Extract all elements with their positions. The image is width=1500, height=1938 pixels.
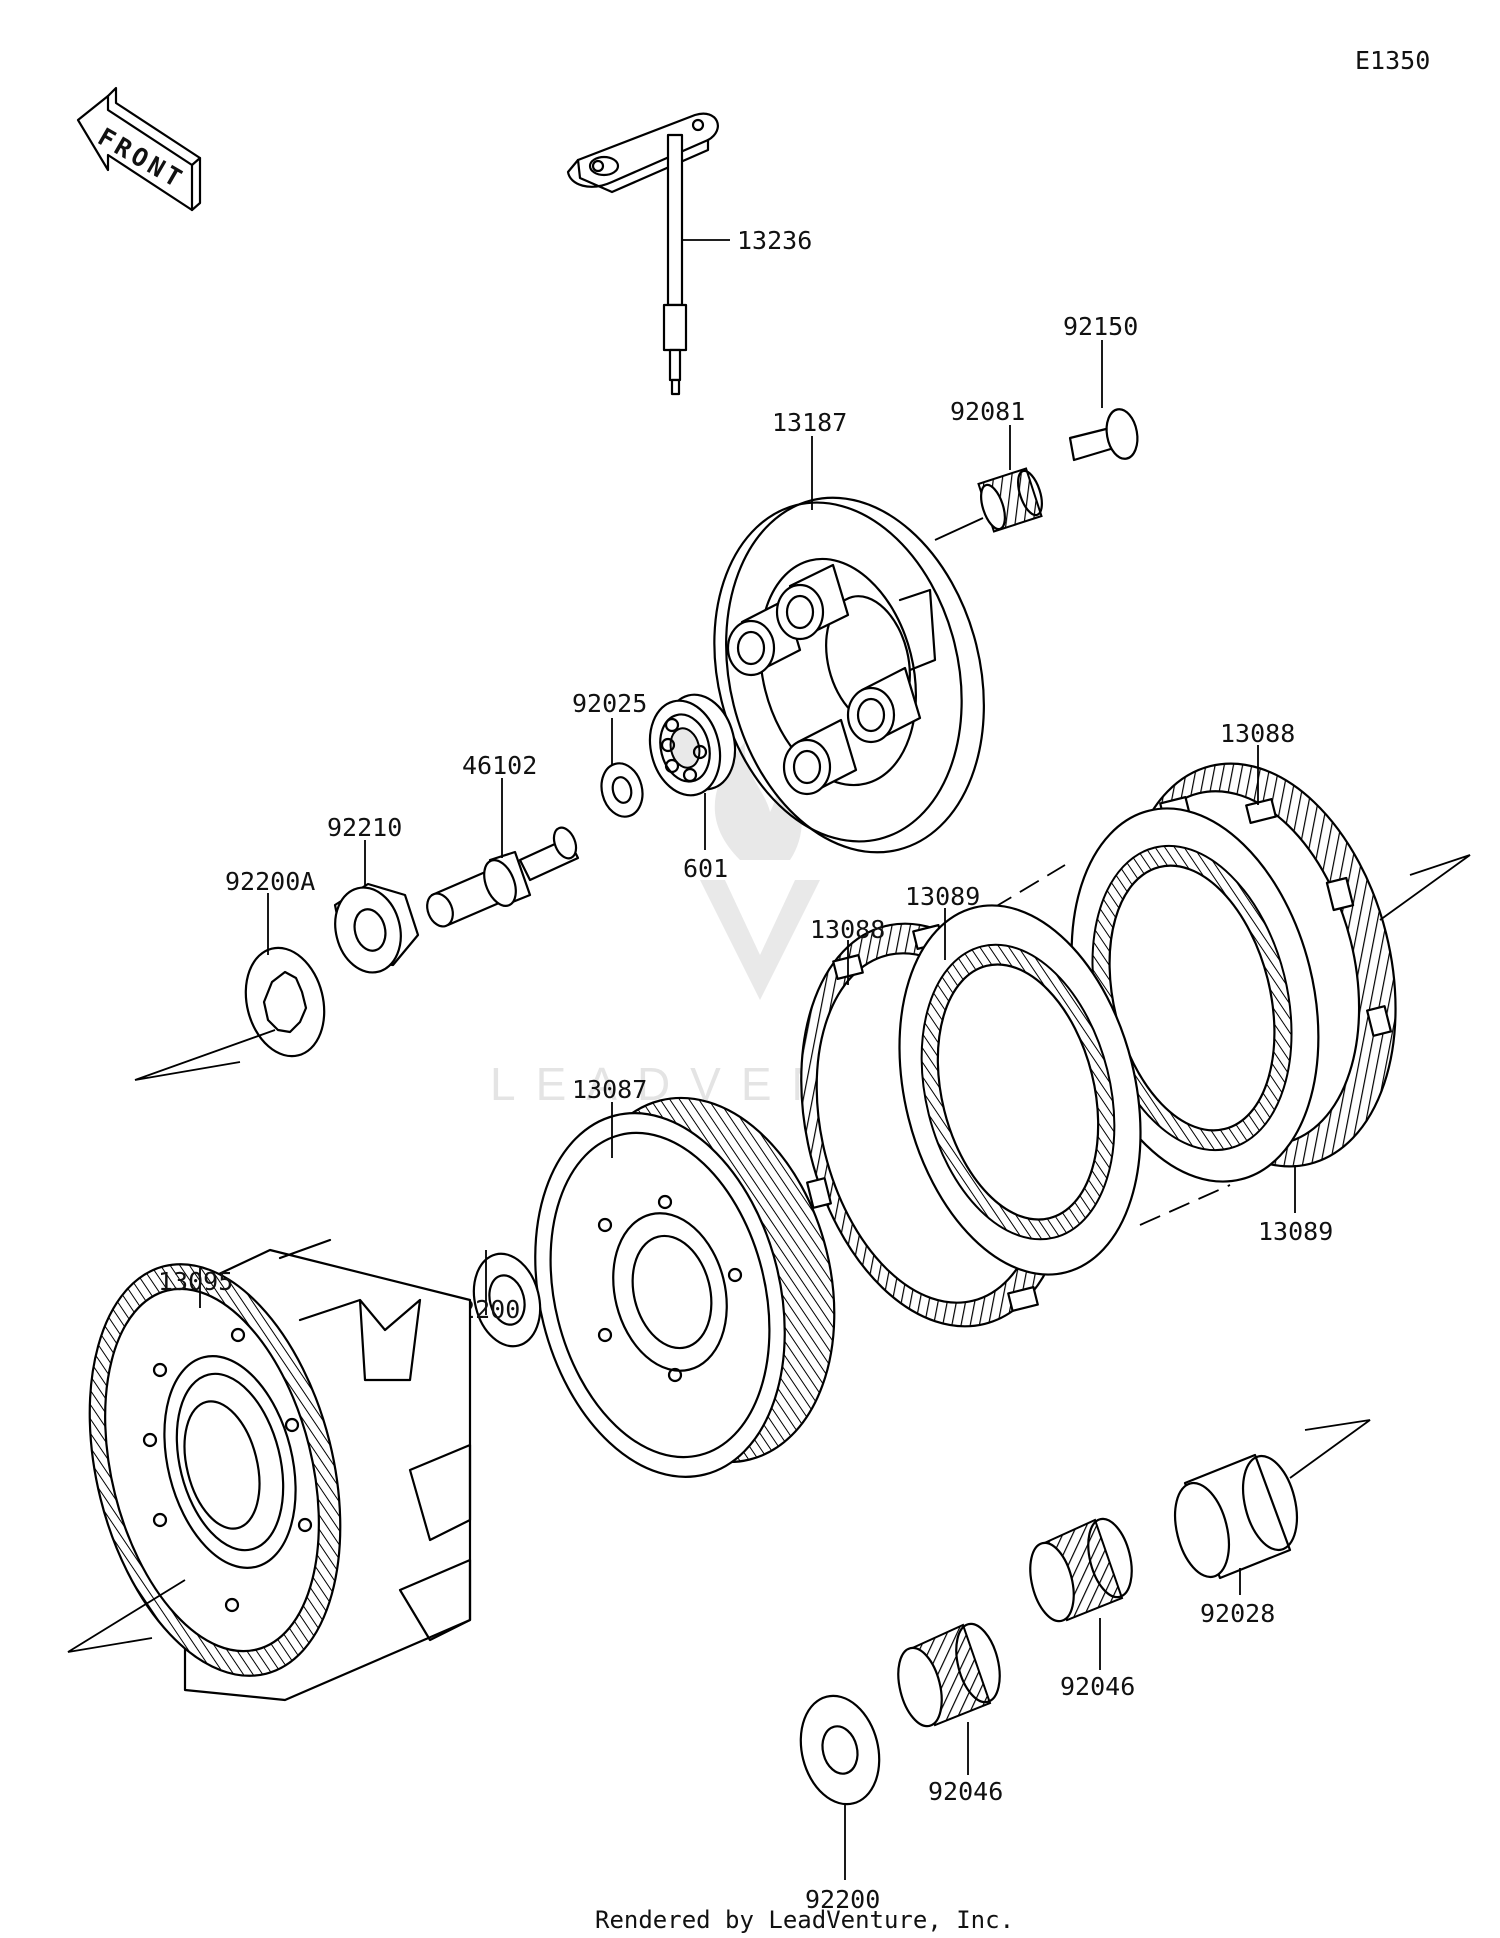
label-92150: 92150 [1063, 312, 1138, 341]
label-92046-left: 92046 [928, 1777, 1003, 1806]
center-axis-right [1379, 854, 1471, 921]
label-92046-right: 92046 [1060, 1672, 1135, 1701]
part-601-bearing: 601 [648, 693, 737, 883]
part-13089-steel-plate-mid: 13089 [898, 882, 1142, 1276]
part-92200-washer-bottom: 92200 [799, 1694, 881, 1914]
part-13095-clutch-housing: 13095 [67, 1238, 472, 1702]
label-92028: 92028 [1200, 1599, 1275, 1628]
label-13187: 13187 [772, 408, 847, 437]
label-92200-bottom: 92200 [805, 1885, 880, 1914]
part-13087-clutch-hub: 13087 [534, 1075, 836, 1478]
label-13087: 13087 [572, 1075, 647, 1104]
part-92200a-washer: 92200A [225, 867, 326, 1058]
label-13089-mid: 13089 [905, 882, 980, 911]
center-axis-left [134, 1029, 276, 1081]
label-46102: 46102 [462, 751, 537, 780]
part-46102-pushrod: 46102 [426, 751, 580, 928]
part-92046-needle-bearing-left: 92046 [897, 1622, 1003, 1806]
diagram-code: E1350 [1355, 46, 1430, 75]
label-92210: 92210 [327, 813, 402, 842]
dash-line-bottom [1139, 1184, 1231, 1226]
label-13088-top: 13088 [1220, 719, 1295, 748]
part-13187-pressure-plate: 13187 [713, 408, 985, 854]
part-92046-needle-bearing-right: 92046 [1029, 1517, 1135, 1701]
label-13095: 13095 [158, 1267, 233, 1296]
label-92200a: 92200A [225, 867, 315, 896]
part-13236-release-shaft: 13236 [566, 112, 812, 396]
part-92150-bolt: 92150 [1063, 312, 1139, 462]
label-92081: 92081 [950, 397, 1025, 426]
label-13088-mid: 13088 [810, 915, 885, 944]
front-arrow-icon: FRONT [76, 86, 202, 212]
part-92210-nut: 92210 [327, 813, 420, 974]
label-13236: 13236 [737, 226, 812, 255]
label-13089-bottom: 13089 [1258, 1217, 1333, 1246]
label-601: 601 [683, 854, 728, 883]
part-92025-washer: 92025 [572, 689, 647, 818]
part-92028-bushing: 92028 [1174, 1419, 1371, 1628]
label-92025: 92025 [572, 689, 647, 718]
part-92081-spring: 92081 [934, 397, 1043, 541]
footer-credit: Rendered by LeadVenture, Inc. [595, 1906, 1014, 1934]
